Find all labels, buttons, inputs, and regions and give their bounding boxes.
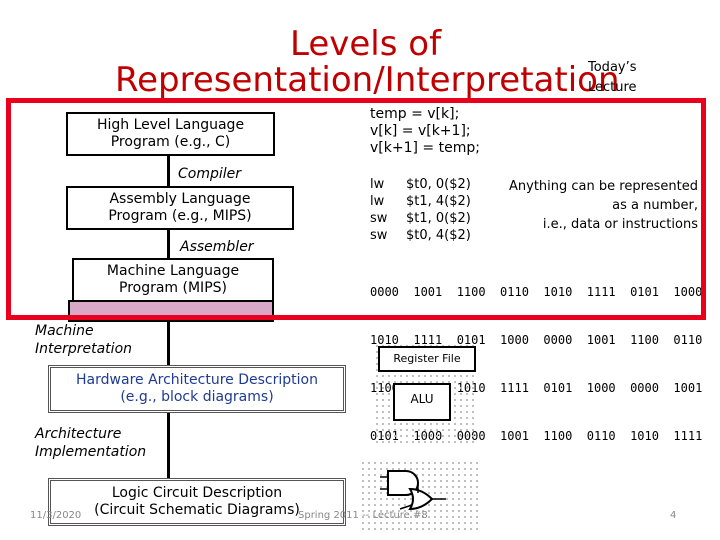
asm-op: sw — [370, 211, 388, 226]
asm-args: $t0, 0($2) — [406, 177, 471, 192]
logic-line-1: Logic Circuit Description — [111, 485, 283, 501]
alu-label: ALU — [410, 392, 434, 406]
register-file-block: Register File — [378, 346, 476, 372]
footer-course: Spring 2011 -- Lecture #8 — [298, 510, 428, 521]
title-line-2: Representation/Interpretation — [115, 60, 620, 100]
asm-op: lw — [370, 177, 385, 192]
hw-arch-line-1: Hardware Architecture Description — [76, 372, 318, 388]
hll-line-2: Program (e.g., C) — [110, 134, 231, 150]
title-line-1: Levels of — [290, 24, 442, 64]
asm-line-1: Assembly Language — [109, 191, 251, 207]
asm-line-2: Program (e.g., MIPS) — [108, 208, 252, 224]
todays-lecture-highlight — [6, 98, 706, 320]
representation-note: Anything can be represented as a number,… — [490, 177, 698, 234]
machine-interp-line-2: Interpretation — [35, 341, 133, 357]
note-line-1: Anything can be represented — [509, 179, 698, 194]
logic-gates-icon — [380, 470, 446, 511]
todays-lecture-line-1: Today’s — [588, 60, 637, 75]
machine-language-box: Machine Language Program (MIPS) — [72, 258, 274, 302]
architecture-implementation-label: Architecture Implementation — [35, 425, 146, 461]
c-code-line: temp = v[k]; — [370, 106, 460, 122]
asm-op: sw — [370, 228, 388, 243]
c-code-line: v[k] = v[k+1]; — [370, 123, 471, 139]
high-level-language-box: High Level Language Program (e.g., C) — [66, 112, 275, 156]
asm-op: lw — [370, 194, 385, 209]
alu-shape-icon — [393, 383, 451, 421]
machine-interpretation-label: Machine Interpretation — [35, 322, 132, 358]
c-code-line: v[k+1] = temp; — [370, 140, 480, 156]
asm-args: $t1, 4($2) — [406, 194, 471, 209]
assembler-label: Assembler — [180, 239, 254, 255]
hardware-architecture-box: Hardware Architecture Description (e.g.,… — [48, 365, 346, 413]
arch-impl-line-1: Architecture — [35, 426, 122, 442]
assembly-language-box: Assembly Language Program (e.g., MIPS) — [66, 186, 294, 230]
logic-circuit-box: Logic Circuit Description (Circuit Schem… — [48, 478, 346, 526]
logic-line-2: (Circuit Schematic Diagrams) — [94, 502, 300, 518]
footer-date: 11/3/2020 — [30, 510, 82, 521]
asm-args: $t0, 4($2) — [406, 228, 471, 243]
machine-line-2: Program (MIPS) — [119, 280, 227, 296]
compiler-label: Compiler — [178, 166, 242, 182]
note-line-2: as a number, — [612, 198, 698, 213]
machine-line-1: Machine Language — [106, 263, 240, 279]
todays-lecture-label: Today’s Lecture — [588, 58, 637, 98]
page-number: 4 — [670, 510, 677, 521]
todays-lecture-line-2: Lecture — [588, 80, 637, 95]
hll-line-1: High Level Language — [96, 117, 245, 133]
c-code-block: temp = v[k]; v[k] = v[k+1]; v[k+1] = tem… — [370, 106, 480, 157]
machine-interp-line-1: Machine — [35, 323, 94, 339]
note-line-3: i.e., data or instructions — [542, 217, 698, 232]
hw-arch-line-2: (e.g., block diagrams) — [120, 389, 274, 405]
asm-args: $t1, 0($2) — [406, 211, 471, 226]
arch-impl-line-2: Implementation — [35, 444, 147, 460]
flow-line — [167, 150, 170, 520]
asm-code-block: lw $t0, 0($2) lw $t1, 4($2) sw $t1, 0($2) s… — [370, 176, 471, 244]
binary-row: 0000 1001 1100 0110 1010 1111 0101 1000 — [370, 285, 703, 299]
